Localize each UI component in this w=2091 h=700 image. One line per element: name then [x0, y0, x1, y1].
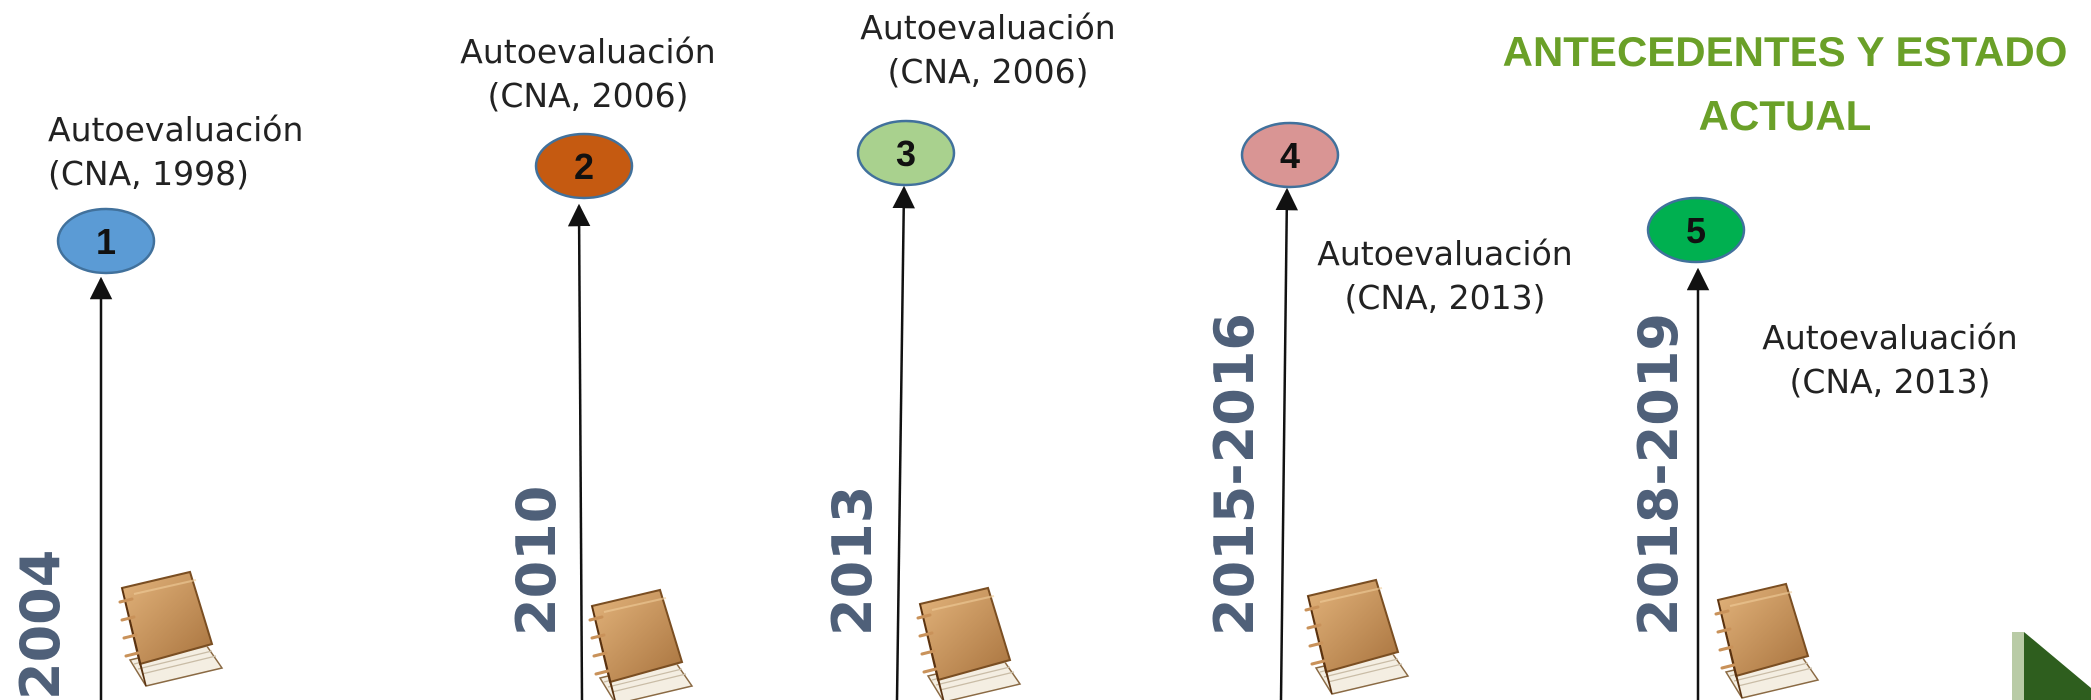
milestone-3-label: Autoevaluación (CNA, 2006) — [838, 6, 1138, 94]
milestone-1-label-line1: Autoevaluación — [48, 110, 304, 149]
milestone-4-label-line1: Autoevaluación — [1317, 234, 1573, 273]
book-icon — [588, 588, 694, 700]
milestone-2-label-line2: (CNA, 2006) — [487, 76, 689, 115]
milestone-4-arrow — [1275, 187, 1299, 700]
milestone-3-label-line2: (CNA, 2006) — [887, 52, 1089, 91]
milestone-3-label-line1: Autoevaluación — [860, 8, 1116, 47]
milestone-5-node — [1646, 196, 1746, 264]
milestone-2-label: Autoevaluación (CNA, 2006) — [438, 30, 738, 118]
milestone-5-label: Autoevaluación (CNA, 2013) — [1740, 316, 2040, 404]
milestone-2-number: 2 — [574, 146, 594, 187]
milestone-5-label-line1: Autoevaluación — [1762, 318, 2018, 357]
title-line-2: ACTUAL — [1698, 92, 1872, 139]
title-line-1: ANTECEDENTES Y ESTADO — [1502, 28, 2068, 75]
milestone-4-label: Autoevaluación (CNA, 2013) — [1295, 232, 1595, 320]
corner-triangle-decoration — [2024, 632, 2091, 700]
milestone-2-arrow — [567, 203, 591, 700]
milestone-1-number: 1 — [96, 221, 116, 262]
milestone-4-node — [1240, 121, 1340, 189]
milestone-1-node — [56, 207, 156, 275]
book-icon — [118, 570, 224, 688]
milestone-5-number: 5 — [1686, 210, 1706, 251]
milestone-5-label-line2: (CNA, 2013) — [1789, 362, 1991, 401]
milestone-4-number: 4 — [1280, 135, 1300, 176]
milestone-1-label-line2: (CNA, 1998) — [48, 154, 250, 193]
milestone-2-label-line1: Autoevaluación — [460, 32, 716, 71]
page-title: ANTECEDENTES Y ESTADO ACTUAL — [1490, 20, 2080, 148]
milestone-1-label: Autoevaluación (CNA, 1998) — [48, 108, 303, 196]
milestone-3-number: 3 — [896, 133, 916, 174]
corner-triangle-edge — [2012, 632, 2024, 700]
milestone-4-label-line2: (CNA, 2013) — [1344, 278, 1546, 317]
book-icon — [916, 586, 1022, 700]
book-icon — [1304, 578, 1410, 696]
milestone-2-node — [534, 132, 634, 200]
milestone-3-arrow — [892, 185, 915, 700]
milestone-3-node — [856, 119, 956, 187]
book-icon — [1714, 582, 1820, 700]
